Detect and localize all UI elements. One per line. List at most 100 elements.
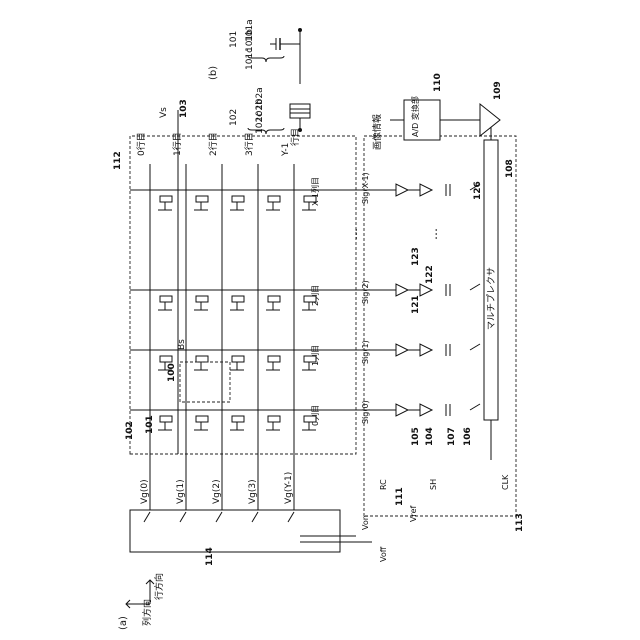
photodiode — [268, 416, 280, 422]
sample-hold-amp — [420, 404, 432, 416]
ref-101: 101 — [229, 31, 239, 48]
ref-108: 108 — [505, 159, 515, 178]
mux-switch — [470, 404, 480, 410]
readout-channels: ⋯ — [396, 184, 480, 416]
photodiode — [268, 196, 280, 202]
bs-label: Bs — [177, 339, 187, 350]
gate-line-label: Vg(1) — [176, 479, 186, 504]
photodiode — [232, 356, 244, 362]
clk-label: CLK — [501, 474, 510, 490]
photodiode — [196, 196, 208, 202]
ref-104: 104 — [425, 427, 435, 446]
photodiode — [160, 416, 172, 422]
ref-100: 100 — [167, 363, 177, 382]
photodiode — [232, 296, 244, 302]
photodiode — [232, 196, 244, 202]
multiplexer-label: マルチプレクサ — [486, 267, 497, 330]
sh-label: SH — [429, 479, 438, 490]
ref-101-a: 101 — [145, 415, 155, 434]
ref-102-a: 102 — [125, 421, 135, 440]
photodiode — [268, 296, 280, 302]
photodiode — [160, 296, 172, 302]
photodiode — [268, 356, 280, 362]
tft-terminal-dot — [298, 28, 302, 32]
ref-106: 106 — [463, 427, 473, 446]
signal-line-label: Sig(X-1) — [361, 172, 370, 204]
gate-line-label: Vg(3) — [248, 479, 258, 504]
gate-line-label: Vg(2) — [212, 479, 222, 504]
sample-hold-amp — [420, 284, 432, 296]
ref-126: 126 — [473, 181, 483, 200]
ref-107: 107 — [447, 427, 457, 446]
column-name-label: 0列目 — [310, 405, 320, 426]
ref-113: 113 — [515, 513, 525, 532]
photodiode — [196, 296, 208, 302]
row-direction-label: 行方向 — [153, 573, 165, 600]
column-ellipsis: ⋯ — [349, 228, 363, 240]
photodiode — [304, 196, 316, 202]
row-lines: Vg(0)0行目Vg(1)1行目Vg(2)2行目Vg(3)3行目Vg(Y-1)Y… — [135, 128, 301, 522]
ref-105: 105 — [411, 427, 421, 446]
row-name-label: 2行目 — [207, 132, 219, 156]
row-name-label: 3行目 — [243, 132, 255, 156]
photodiode — [304, 416, 316, 422]
gate-line-label: Vg(Y-1) — [284, 472, 294, 504]
pixel-array-112 — [130, 136, 356, 454]
ref-112: 112 — [113, 151, 123, 170]
row-driver-114 — [130, 510, 340, 552]
photodiode — [304, 296, 316, 302]
signal-line-label: Sig(2) — [361, 280, 370, 304]
mux-switch — [470, 344, 480, 350]
signal-line-label: Sig(0) — [361, 400, 370, 424]
ref-109: 109 — [493, 81, 503, 100]
integrator-amp — [396, 404, 408, 416]
row-name-label: 0行目 — [135, 132, 147, 156]
ref-101c: 101c — [245, 48, 255, 70]
sample-hold-amp — [420, 184, 432, 196]
photodiode — [232, 416, 244, 422]
figure-label-a: (a) — [118, 616, 129, 630]
inset-b: (b) 101 101a 101b 101c — [208, 19, 310, 134]
ref-102c: 102c — [255, 112, 265, 134]
photodiode — [196, 416, 208, 422]
ref-102: 102 — [229, 109, 239, 126]
integrator-amp — [396, 284, 408, 296]
column-name-label: 1列目 — [310, 345, 320, 366]
vs-label: Vs — [159, 107, 169, 118]
ref-103: 103 — [179, 99, 189, 118]
column-name-label: 2列目 — [310, 285, 320, 306]
figure-label-b: (b) — [208, 66, 219, 80]
rc-label: RC — [379, 479, 388, 490]
image-info-label: 画像情報 — [371, 114, 383, 150]
amplifier-109 — [480, 104, 500, 136]
gate-line-label: Vg(0) — [140, 479, 150, 504]
photodiode — [160, 356, 172, 362]
row-name-label: Y-1 — [281, 143, 291, 157]
signal-line-label: Sig(1) — [361, 340, 370, 364]
ref-123: 123 — [411, 247, 421, 266]
adc-label: A/D 変換部 — [410, 96, 420, 137]
col-direction-label: 列方向 — [141, 599, 153, 626]
direction-arrows: 行方向 列方向 — [126, 573, 165, 626]
pixel-cells — [158, 196, 316, 430]
von-label: Von — [361, 515, 370, 530]
mux-switch — [470, 284, 480, 290]
voff-label: Voff — [379, 546, 388, 562]
row-name-label: 行目 — [289, 128, 301, 146]
ref-122: 122 — [425, 265, 435, 284]
photodiode — [304, 356, 316, 362]
rotated-figure: (b) 101 101a 101b 101c — [113, 19, 525, 630]
photodiode — [196, 356, 208, 362]
photodiode — [160, 196, 172, 202]
photodiode-block — [290, 104, 310, 118]
integrator-amp — [396, 184, 408, 196]
integrator-amp — [396, 344, 408, 356]
ref-110: 110 — [433, 73, 443, 92]
ref-121: 121 — [411, 295, 421, 314]
readout-ellipsis: ⋯ — [429, 228, 443, 240]
sample-hold-amp — [420, 344, 432, 356]
vref-label: Vref — [409, 505, 418, 522]
ref-114: 114 — [205, 547, 215, 566]
